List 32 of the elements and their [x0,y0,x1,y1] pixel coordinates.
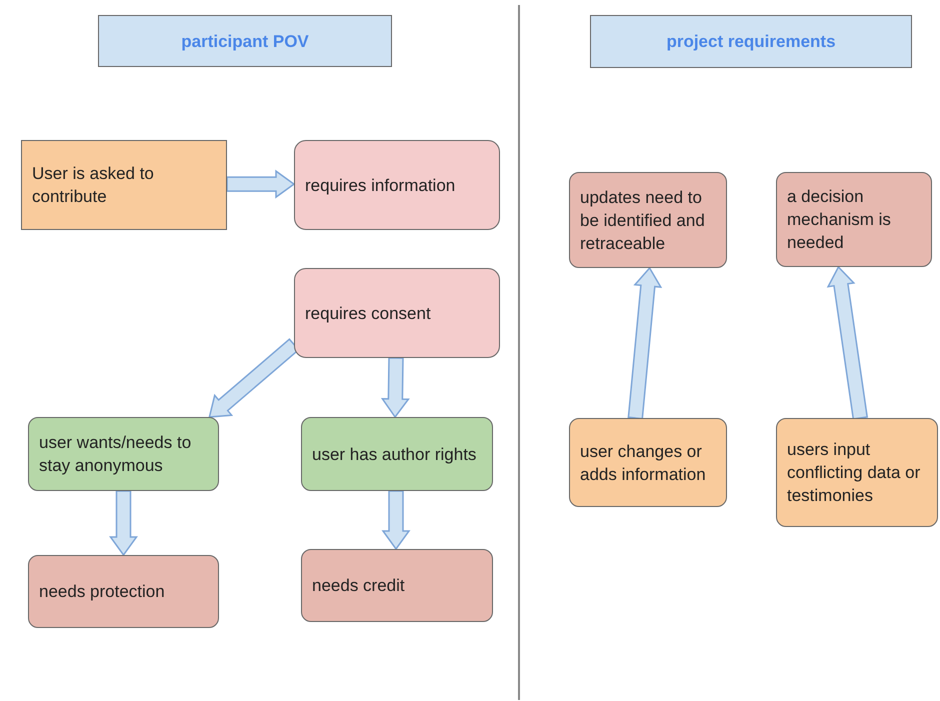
block-arrow [826,266,868,420]
node-text: requires consent [305,302,431,324]
process-box [21,140,227,230]
process-box [569,172,727,268]
header-text: project requirements [666,31,836,53]
node-text: user changes or adds information [580,440,707,486]
header-box [590,15,912,68]
block-arrow [109,490,138,556]
process-box [28,555,219,628]
process-box [776,418,938,527]
node-text: needs credit [312,575,405,597]
node-text: updates need to be identified and retraceable [580,186,706,254]
node-text: a decision mechanism is needed [787,186,892,254]
process-box [28,417,219,491]
node-text: user has author rights [312,444,476,466]
process-box [294,140,500,230]
block-arrow [226,170,296,199]
process-box [301,417,493,491]
process-box [569,418,727,507]
header-text: participant POV [181,30,309,52]
node-text: needs protection [39,581,165,603]
node-text: requires information [305,174,456,196]
node-text: User is asked to contribute [32,163,155,208]
node-text: users input conflicting data or testimonies [787,439,922,507]
process-box [776,172,932,267]
header-box [98,15,392,67]
process-box [301,549,493,622]
process-box [294,268,500,358]
node-text: user wants/needs to stay anonymous [39,432,192,477]
block-arrow [380,357,410,418]
block-arrow [382,490,410,550]
block-arrow [628,266,662,420]
